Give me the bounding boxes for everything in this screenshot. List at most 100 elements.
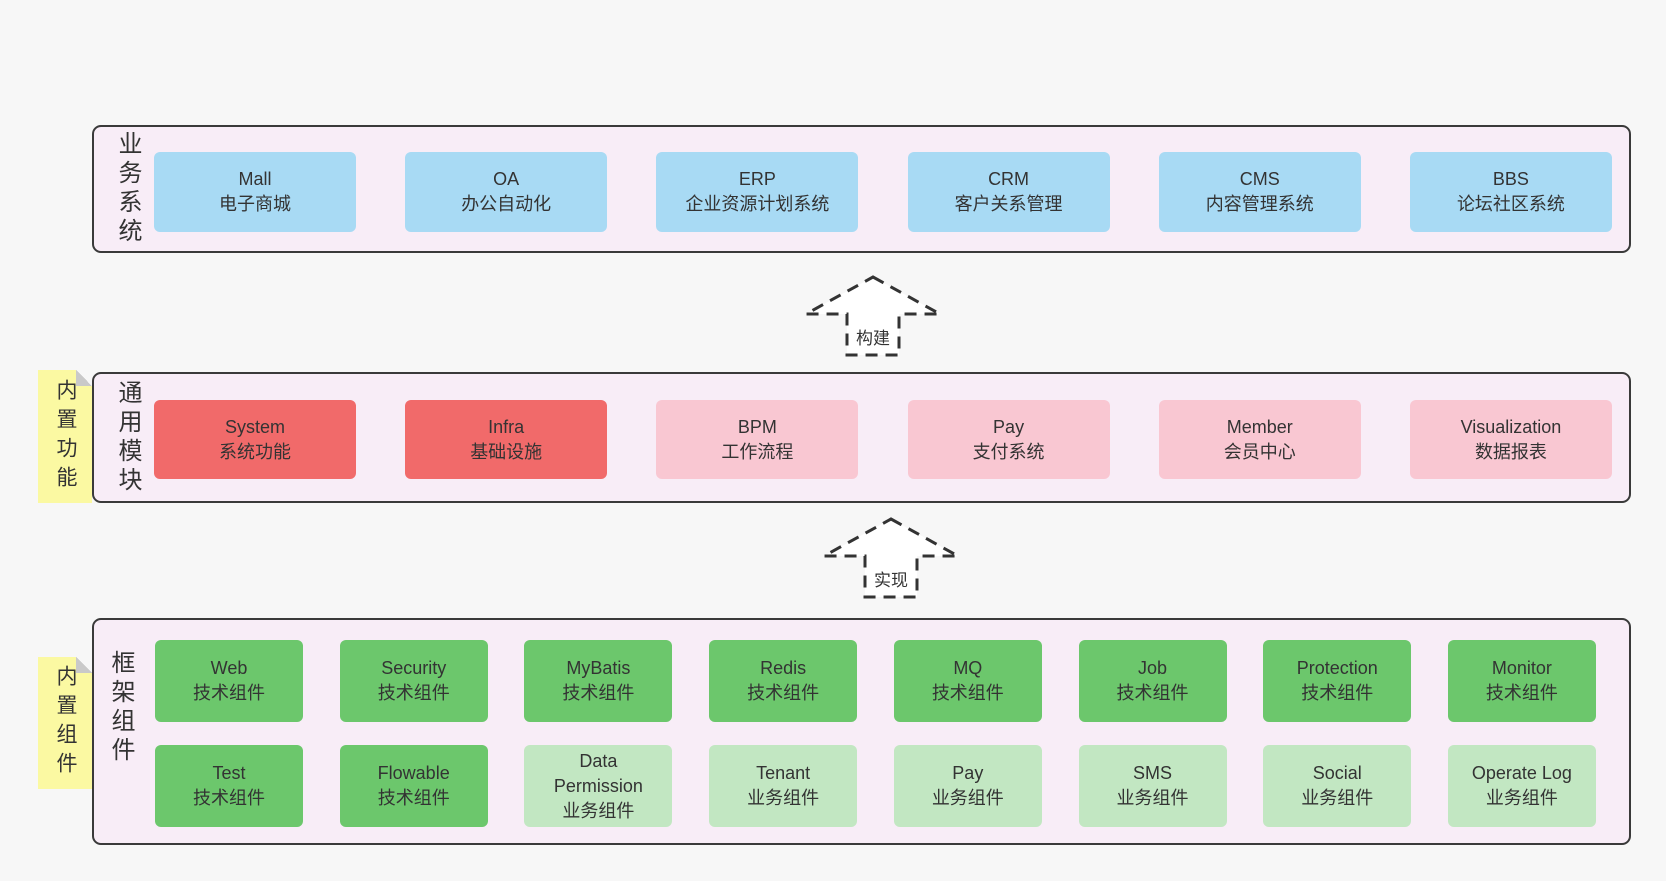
business-systems-panel: 业务系统 Mall 电子商城 OA 办公自动化 ERP 企业资源计划系统 CRM… [92,125,1631,253]
box-redis: Redis 技术组件 [709,640,858,722]
box-flowable: Flowable 技术组件 [339,745,488,827]
box-erp: ERP 企业资源计划系统 [656,152,859,232]
panel-label-common-modules: 通用模块 [114,379,141,496]
note-text: 内置组件 [54,665,77,781]
box-tenant: Tenant 业务组件 [709,745,858,827]
box-title: System [224,416,285,437]
box-subtitle: 技术组件 [193,683,265,703]
box-mq: MQ 技术组件 [893,640,1042,722]
box-title: CMS [1239,169,1280,189]
box-data-permission: Data Permission 业务组件 [524,745,673,827]
box-social: Social 业务组件 [1263,745,1412,827]
box-subtitle: 技术组件 [931,683,1004,703]
sticky-note-built-in-functions: 内置功能 [38,370,92,503]
box-title: Pay [952,763,984,783]
box-subtitle: 业务组件 [1301,788,1374,808]
box-title: Protection [1296,658,1378,678]
box-title: Member [1226,416,1293,437]
box-title: Flowable [377,763,450,783]
box-job: Job 技术组件 [1078,640,1227,722]
box-title: MQ [953,658,983,678]
framework-components-panel: 框架组件 Web 技术组件 Security 技术组件 MyBatis 技术组件… [92,618,1631,845]
box-subtitle: 论坛社区系统 [1456,194,1565,214]
box-subtitle: 内容管理系统 [1205,194,1314,214]
implement-arrow-icon: 实现 [821,516,961,600]
box-subtitle: 技术组件 [1301,683,1374,703]
box-title: Mall [238,169,272,189]
box-test: Test 技术组件 [155,745,303,827]
box-title: Infra [488,416,525,437]
box-subtitle: 业务组件 [931,788,1004,808]
box-title: Pay [993,416,1025,437]
box-subtitle: 客户关系管理 [954,194,1063,214]
box-web: Web 技术组件 [155,640,303,722]
box-protection: Protection 技术组件 [1263,640,1412,722]
box-mybatis: MyBatis 技术组件 [524,640,673,722]
box-member: Member 会员中心 [1158,400,1361,479]
box-bpm: BPM 工作流程 [656,400,859,479]
panel-label-framework-components: 框架组件 [107,650,134,766]
box-subtitle: 技术组件 [1116,683,1189,703]
box-title: Job [1138,658,1168,678]
box-mall: Mall 电子商城 [154,152,356,232]
box-subtitle: 支付系统 [972,441,1045,462]
box-subtitle: 基础设施 [470,441,543,462]
box-title: ERP [738,169,776,189]
box-system: System 系统功能 [154,400,356,479]
build-arrow-icon: 构建 [803,274,943,358]
box-subtitle: 办公自动化 [461,194,552,214]
box-title: Data Permission [553,750,643,796]
note-fold-corner-icon [76,657,92,673]
box-subtitle: 工作流程 [721,441,794,462]
box-subtitle: 业务组件 [747,788,820,808]
box-subtitle: 系统功能 [219,441,291,462]
box-security: Security 技术组件 [339,640,488,722]
box-subtitle: 技术组件 [747,683,820,703]
box-subtitle: 会员中心 [1223,441,1296,462]
sticky-note-built-in-components: 内置组件 [38,657,92,789]
box-crm: CRM 客户关系管理 [907,152,1110,232]
arrow-label: 构建 [853,323,893,350]
box-cms: CMS 内容管理系统 [1158,152,1361,232]
box-subtitle: 技术组件 [562,683,635,703]
note-text: 内置功能 [54,378,77,495]
box-title: Operate Log [1471,763,1572,783]
panel-label-business-systems: 业务系统 [114,131,141,247]
common-modules-panel: 通用模块 System 系统功能 Infra 基础设施 BPM 工作流程 Pay… [92,372,1631,503]
box-title: OA [493,169,520,189]
box-title: Social [1312,763,1362,783]
box-subtitle: 业务组件 [1116,788,1189,808]
box-title: Security [381,658,447,678]
box-title: Visualization [1460,416,1562,437]
box-title: Monitor [1491,658,1552,678]
box-subtitle: 技术组件 [193,788,265,808]
box-subtitle: 技术组件 [377,683,450,703]
box-title: MyBatis [566,658,631,678]
box-infra: Infra 基础设施 [405,400,608,479]
box-monitor: Monitor 技术组件 [1447,640,1596,722]
box-subtitle: 业务组件 [562,800,635,821]
box-title: Test [212,763,246,783]
box-subtitle: 技术组件 [377,788,450,808]
arrow-label: 实现 [871,565,911,592]
box-subtitle: 企业资源计划系统 [685,194,830,214]
box-title: Redis [760,658,807,678]
box-pay-component: Pay 业务组件 [893,745,1042,827]
box-title: CRM [988,169,1030,189]
note-fold-corner-icon [76,370,92,386]
box-pay-module: Pay 支付系统 [907,400,1110,479]
box-visualization: Visualization 数据报表 [1409,400,1612,479]
box-title: Web [210,658,248,678]
dashed-up-arrow-icon [805,275,941,357]
box-title: BBS [1492,169,1529,189]
box-title: Tenant [756,763,811,783]
box-subtitle: 数据报表 [1474,441,1547,462]
box-oa: OA 办公自动化 [405,152,608,232]
box-subtitle: 技术组件 [1485,683,1558,703]
box-operate-log: Operate Log 业务组件 [1447,745,1596,827]
box-title: BPM [737,416,777,437]
dashed-up-arrow-icon [823,517,959,599]
box-subtitle: 业务组件 [1485,788,1558,808]
box-subtitle: 电子商城 [219,194,291,214]
